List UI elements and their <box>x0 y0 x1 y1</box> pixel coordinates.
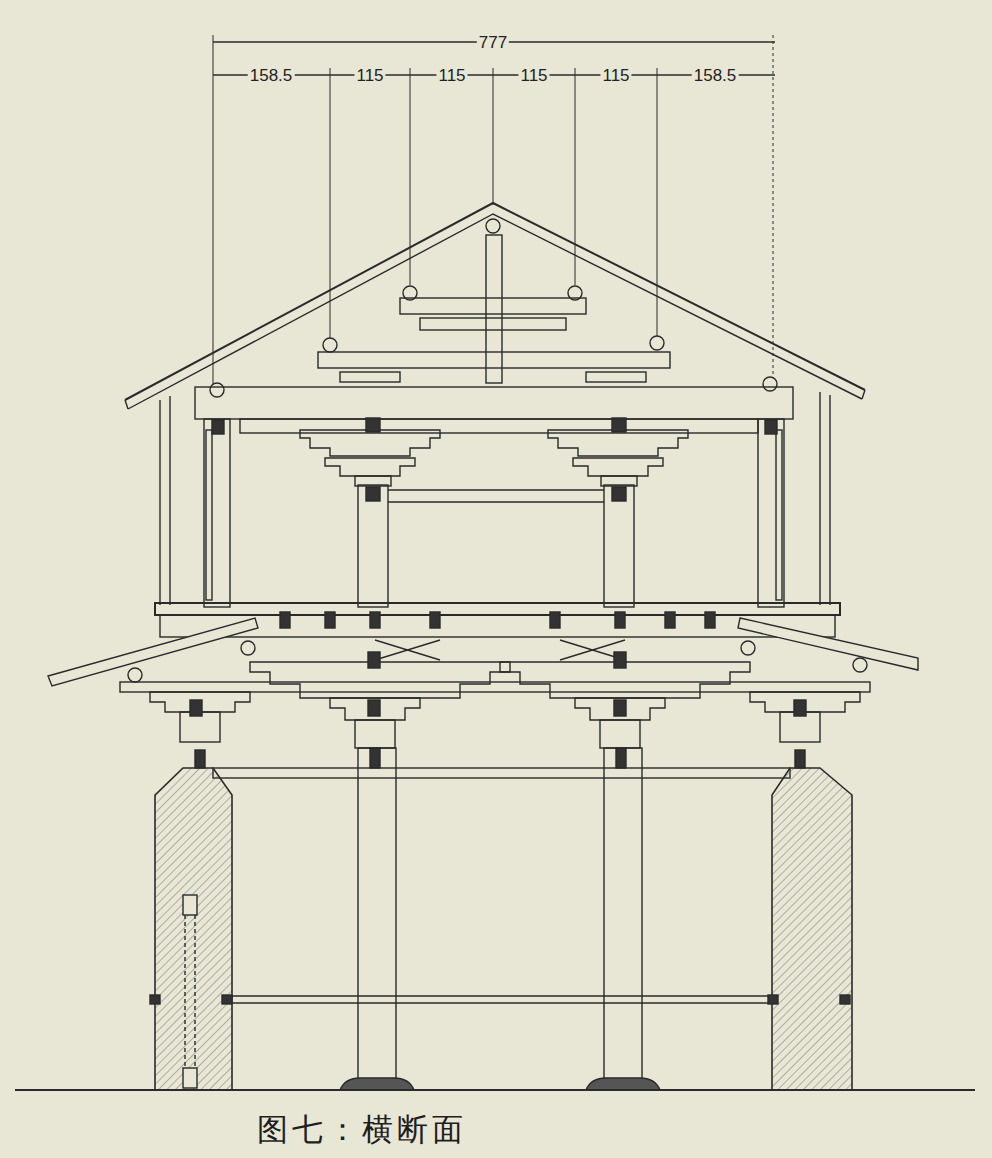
dimension-label: 115 <box>518 67 549 84</box>
dimension-label: 158.5 <box>248 67 295 84</box>
figure-caption: 图七：横断面 <box>257 1109 467 1151</box>
dimension-label: 115 <box>436 67 467 84</box>
dimension-label: 115 <box>600 67 631 84</box>
dimension-label: 777 <box>477 34 509 51</box>
dimension-label: 158.5 <box>692 67 739 84</box>
dimension-label: 115 <box>354 67 385 84</box>
